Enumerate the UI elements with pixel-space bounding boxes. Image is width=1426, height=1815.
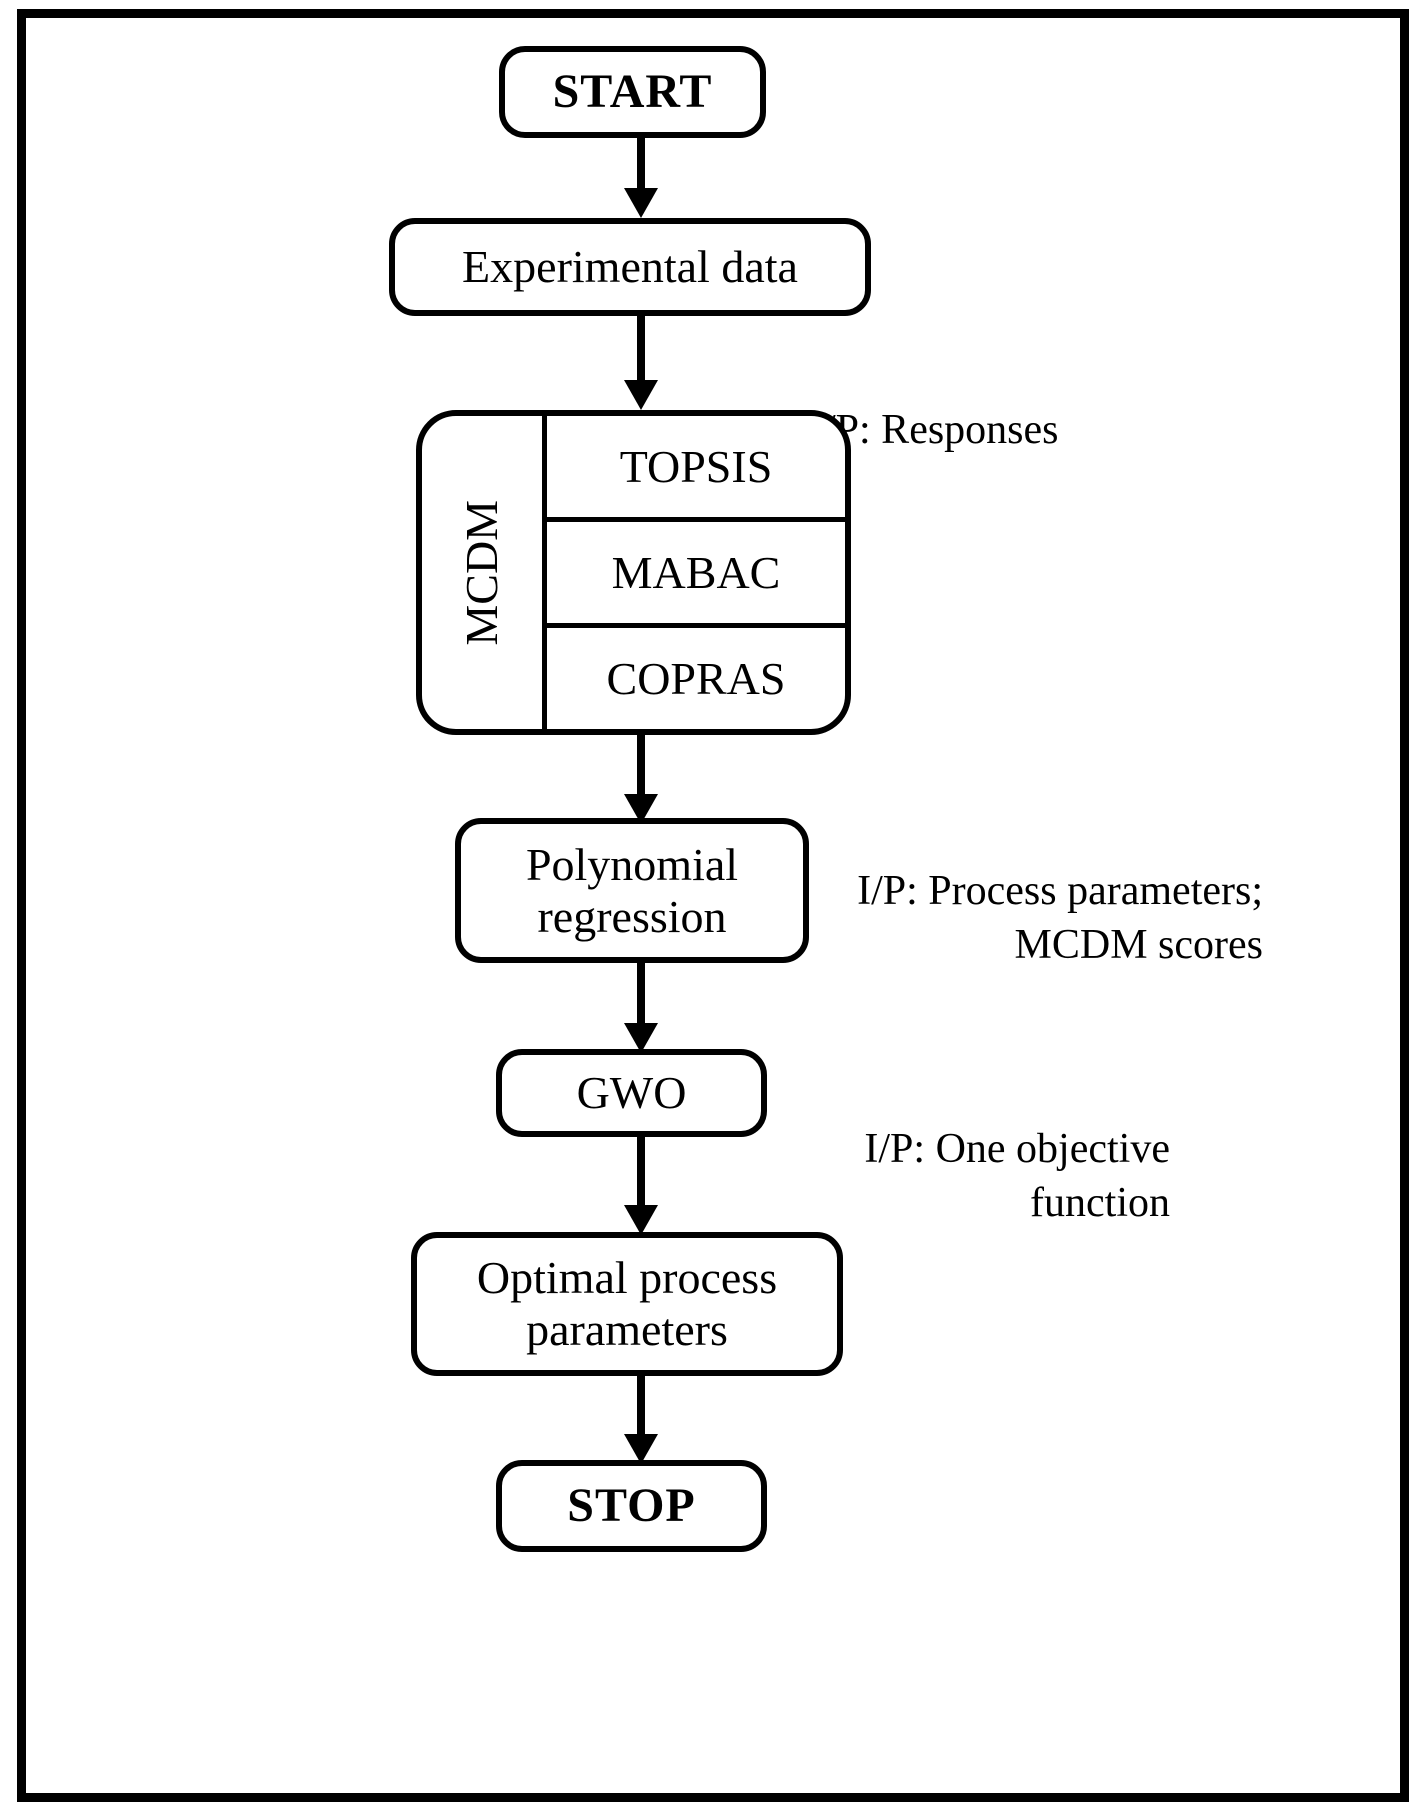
node-optimal-process-parameters: Optimal process parameters	[411, 1232, 843, 1376]
mcdm-method-mabac: MABAC	[547, 522, 845, 628]
diagram-frame: START Experimental data I/P: Responses M…	[17, 9, 1409, 1802]
node-gwo: GWO	[496, 1049, 767, 1137]
mcdm-methods-column: TOPSIS MABAC COPRAS	[547, 416, 845, 729]
mcdm-method-copras: COPRAS	[606, 652, 786, 704]
mcdm-grid: MCDM TOPSIS MABAC COPRAS	[422, 416, 845, 729]
mcdm-group-label-cell: MCDM	[422, 416, 547, 729]
node-polynomial-regression: Polynomial regression	[455, 818, 809, 963]
edge-label-objective-function: I/P: One objective function	[864, 1126, 1170, 1226]
node-experimental-data: Experimental data	[389, 218, 871, 316]
mcdm-method-topsis: TOPSIS	[547, 416, 845, 522]
node-mcdm-group: MCDM TOPSIS MABAC COPRAS	[416, 410, 851, 735]
node-start: START	[499, 46, 766, 138]
node-stop: STOP	[496, 1460, 767, 1552]
edge-label-process-parameters: I/P: Process parameters; MCDM scores	[857, 868, 1263, 968]
mcdm-group-label: MCDM	[456, 499, 508, 646]
